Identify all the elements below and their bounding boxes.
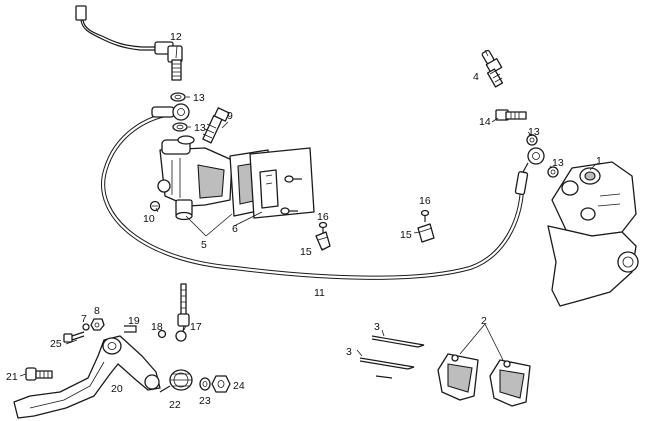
callout-16-right: 16	[419, 195, 431, 207]
callout-18: 18	[151, 321, 163, 333]
bolt-9	[202, 107, 230, 144]
bolt-25	[63, 331, 85, 343]
cover-screw-a	[284, 175, 302, 183]
pad-pin-upper	[371, 335, 425, 348]
leader-lines	[19, 45, 597, 377]
washer-right-a	[526, 134, 538, 146]
pad-pin-lower	[359, 357, 415, 379]
callout-3-lower: 3	[346, 346, 352, 358]
washer-top-a	[170, 92, 186, 102]
nut-24	[211, 375, 231, 393]
callout-2: 2	[481, 315, 487, 327]
callout-9: 9	[227, 110, 233, 122]
clip-19	[124, 325, 137, 333]
callout-4: 4	[473, 71, 479, 83]
callout-7: 7	[81, 313, 87, 325]
bolt-14	[495, 109, 527, 121]
washer-8	[90, 318, 105, 331]
callout-19: 19	[128, 315, 140, 327]
callout-23: 23	[199, 395, 211, 407]
callout-16-left: 16	[317, 211, 329, 223]
hose-clip-left	[315, 231, 331, 251]
callout-3-upper: 3	[374, 321, 380, 333]
pedal-spring-22	[159, 369, 193, 393]
callout-13-top-a: 13	[193, 92, 205, 104]
brake-pedal	[13, 335, 161, 419]
callout-12: 12	[170, 31, 182, 43]
callout-8: 8	[94, 305, 100, 317]
callout-5: 5	[201, 239, 207, 251]
brake-caliper	[547, 161, 639, 307]
callout-22: 22	[169, 399, 181, 411]
brake-pad-right	[489, 359, 531, 407]
washer-right-b	[547, 166, 559, 178]
clip-screw-left	[318, 221, 328, 233]
callout-10: 10	[143, 213, 155, 225]
callout-13-top-b: 13	[194, 122, 206, 134]
master-cylinder	[157, 135, 233, 221]
hose-clip-right	[417, 223, 435, 243]
reservoir-cover	[249, 147, 315, 219]
pivot-bolt-21	[25, 367, 53, 381]
callout-20: 20	[111, 383, 123, 395]
callout-13-right-a: 13	[528, 126, 540, 138]
brake-light-switch-cable	[75, 5, 183, 81]
callout-13-right-b: 13	[552, 157, 564, 169]
callout-25: 25	[50, 338, 62, 350]
bleed-screw	[481, 49, 504, 88]
callout-15-right: 15	[400, 229, 412, 241]
clip-screw-right	[420, 209, 430, 222]
pushrod-17	[175, 283, 190, 342]
screw-10	[149, 200, 161, 212]
callout-24: 24	[233, 380, 245, 392]
callout-6: 6	[232, 223, 238, 235]
callout-11: 11	[314, 287, 325, 299]
callout-17: 17	[190, 321, 202, 333]
brake-pad-left	[437, 353, 479, 401]
callout-15-left: 15	[300, 246, 312, 258]
callout-21: 21	[6, 371, 18, 383]
callout-labels: 12 13 13 9 10 5 6 15 16 15 16 11 4 14 13…	[6, 31, 602, 411]
callout-14: 14	[479, 116, 491, 128]
split-pin-18	[157, 329, 167, 339]
brake-hose	[100, 103, 545, 280]
screw-7	[82, 323, 90, 331]
callout-1: 1	[596, 155, 602, 167]
washer-top-b	[172, 122, 188, 132]
washer-23	[199, 377, 211, 391]
cover-screw-b	[280, 207, 298, 215]
